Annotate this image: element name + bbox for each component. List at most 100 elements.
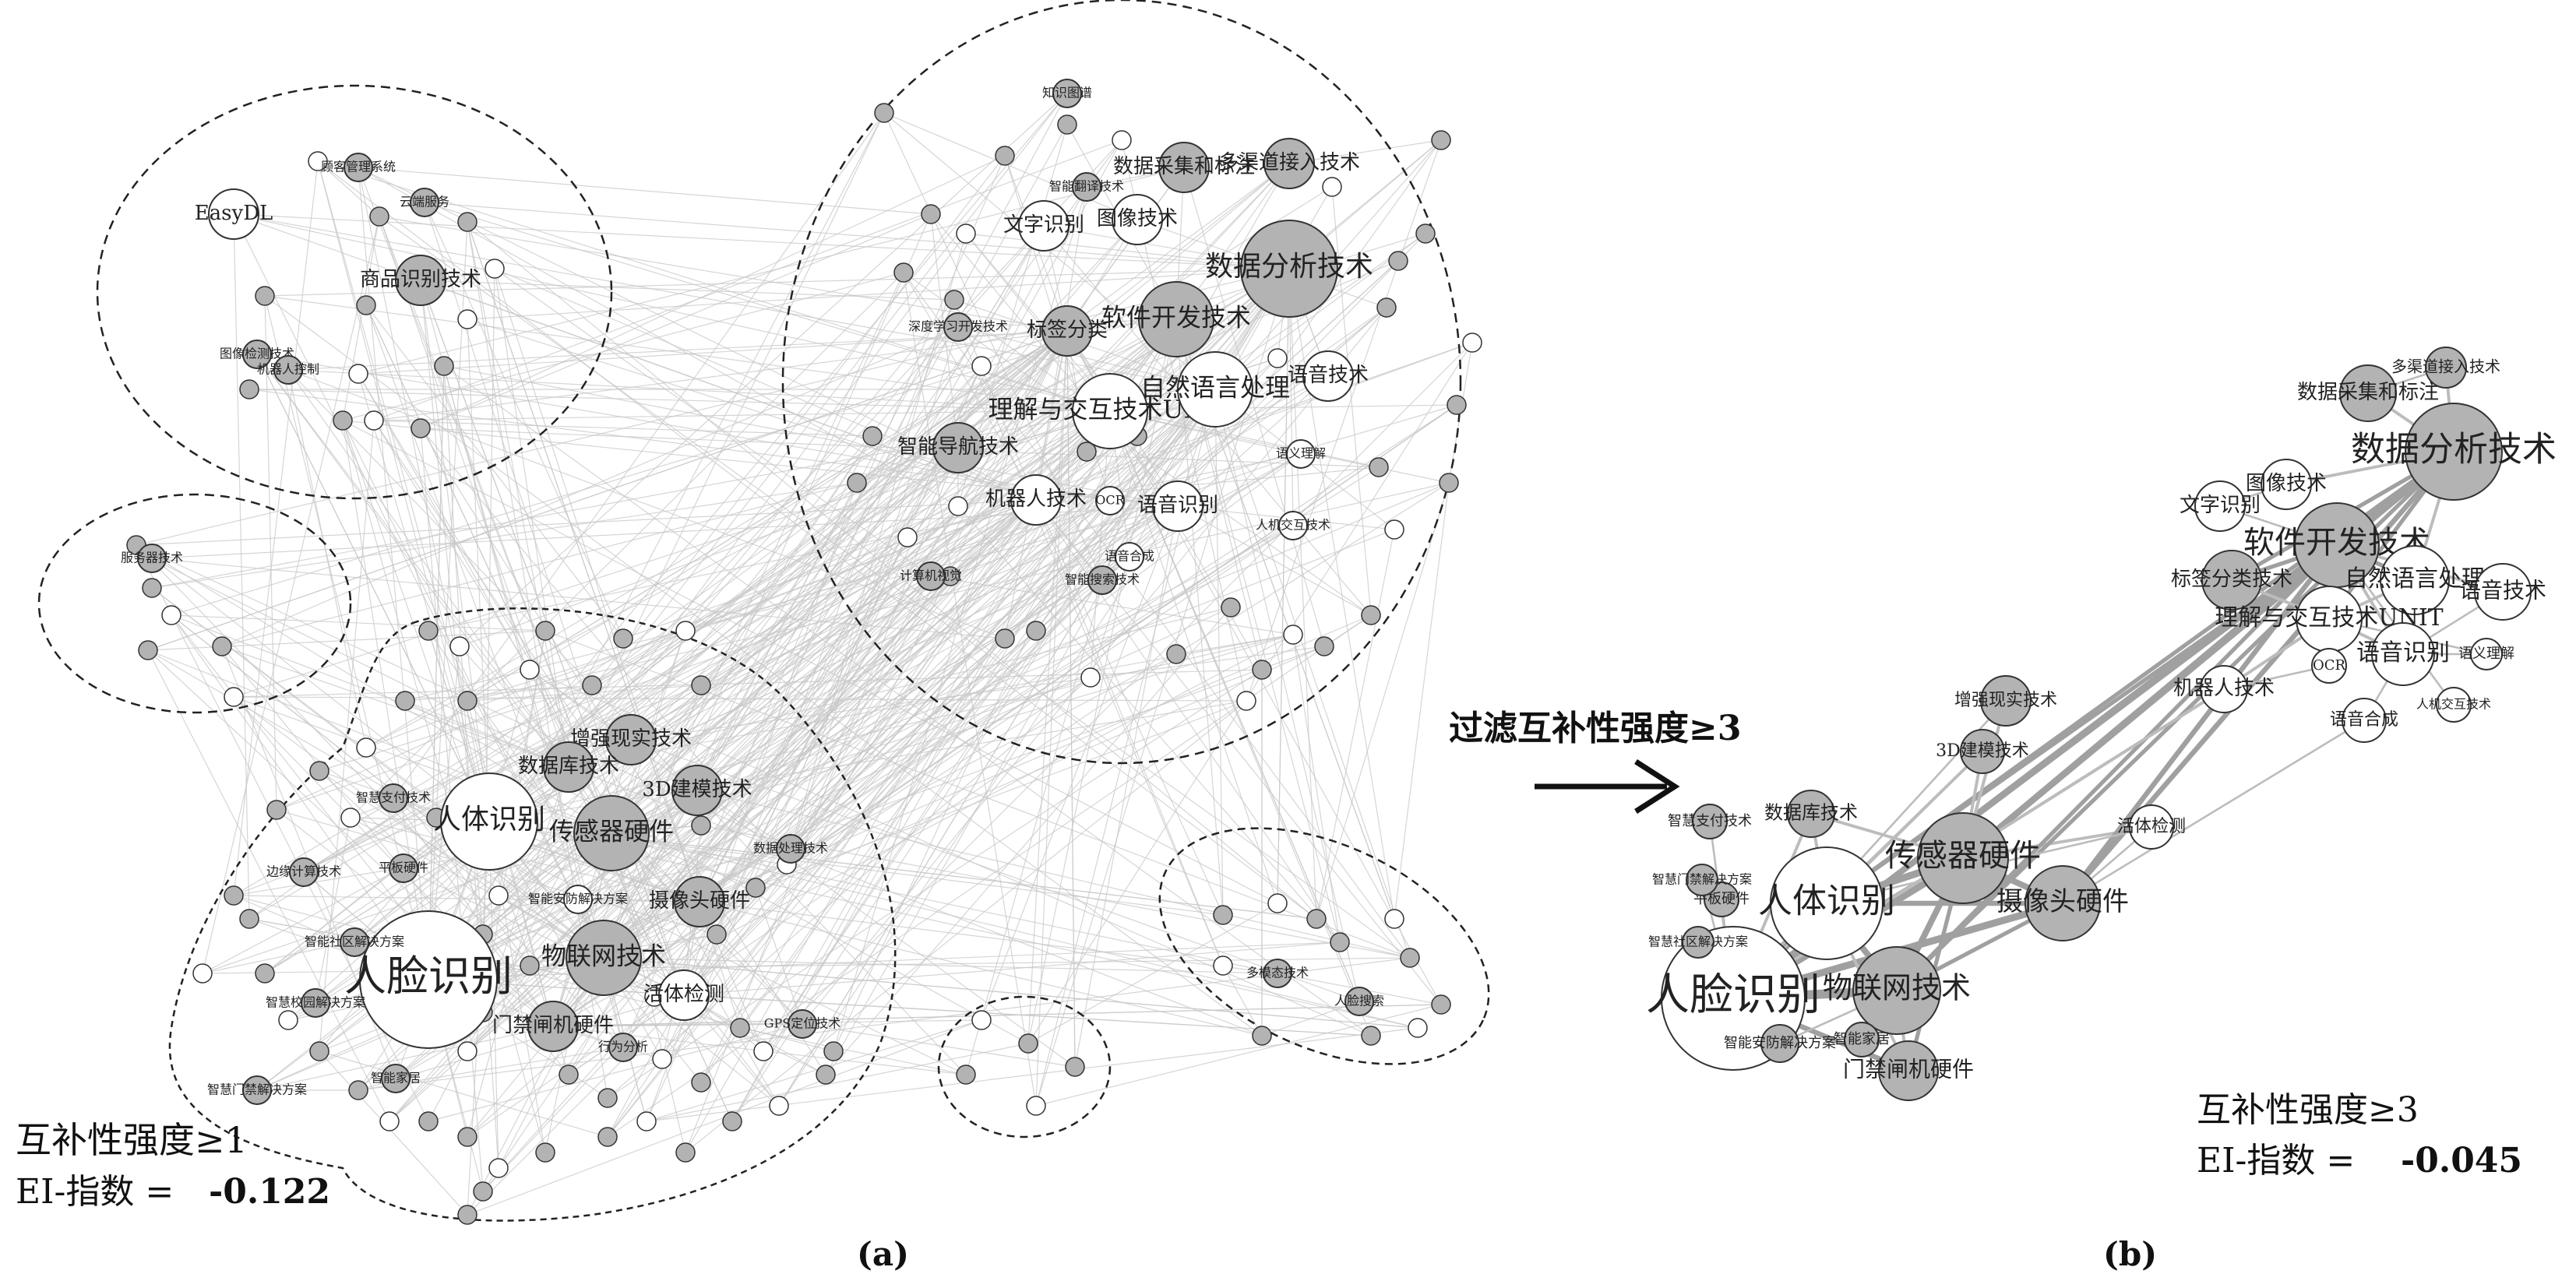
edge (264, 295, 1263, 1036)
node-circle (2405, 403, 2503, 501)
minor-node (956, 223, 976, 244)
minor-node (418, 621, 439, 641)
minor-node (488, 885, 509, 906)
minor-node (239, 909, 259, 929)
node-circle (1115, 542, 1144, 572)
node-a: 门禁闸机硬件 (492, 1001, 614, 1052)
minor-node (1388, 251, 1408, 271)
minor-node (457, 1205, 477, 1225)
edge (233, 213, 1290, 269)
node-circle (359, 910, 498, 1049)
minor-node (1267, 348, 1288, 368)
node-label: OCR (2313, 657, 2346, 674)
node-circle (2311, 648, 2347, 684)
node-circle (1087, 565, 1117, 595)
edge (903, 272, 1411, 959)
node-circle (1686, 864, 1718, 896)
node-b: 标签分类技术 (2171, 550, 2292, 611)
node-circle (1018, 200, 1070, 252)
edge (1090, 556, 1130, 678)
edge (603, 575, 951, 959)
edge (700, 389, 1216, 1083)
minor-node (691, 675, 711, 695)
minor-node (897, 527, 918, 547)
minor-node (862, 426, 883, 446)
edge (373, 139, 1122, 421)
node-label: 行为分析 (598, 1040, 648, 1054)
edge (1035, 499, 1341, 943)
edge (957, 505, 1341, 943)
node-b: 语音技术 (2459, 563, 2546, 621)
node-circle (242, 340, 272, 369)
edge (467, 221, 700, 903)
node-circle (1177, 351, 1253, 428)
node-label: 语音合成 (1105, 549, 1154, 564)
node-circle (379, 783, 408, 813)
node-b: 机器人技术 (2173, 665, 2275, 713)
edge (467, 221, 569, 768)
edge (1035, 466, 1380, 501)
node-label: 深度学习开发技术 (908, 319, 1008, 334)
edge (488, 505, 1179, 822)
edge (1109, 410, 1278, 904)
edge (957, 326, 1224, 966)
edge (147, 649, 390, 1122)
edge (699, 901, 1263, 1036)
edge (482, 330, 1068, 1192)
node-b: OCR (2311, 648, 2347, 684)
minor-node (411, 418, 431, 438)
minor-node (995, 628, 1015, 649)
edge (1394, 482, 1450, 920)
minor-node (1439, 473, 1459, 493)
minor-node (1431, 994, 1451, 1015)
minor-node (212, 636, 232, 656)
minor-node (1415, 223, 1436, 244)
edge (607, 499, 1037, 1138)
edge (482, 435, 873, 1013)
minor-node (1400, 948, 1420, 968)
edge (482, 268, 495, 1013)
edge (1027, 903, 1278, 1044)
node-label: 自然语言处理 (2345, 565, 2485, 593)
node-circle (1095, 486, 1125, 516)
edge (358, 994, 685, 1091)
edge (221, 646, 569, 768)
edge (488, 139, 1122, 822)
node-circle (242, 1075, 272, 1105)
node-b: 数据库技术 (1764, 790, 1858, 838)
node-label: 知识图谱 (1042, 86, 1092, 100)
minor-node (559, 1065, 579, 1085)
edge (607, 994, 685, 1138)
node-label: 智能导航技术 (897, 435, 1019, 459)
edge (683, 994, 826, 1075)
edge (965, 233, 1290, 269)
minor-node (1361, 605, 1381, 625)
edge (1288, 268, 1317, 920)
node-circle (1286, 439, 1316, 469)
minor-node (1408, 1018, 1428, 1038)
minor-node (1306, 909, 1327, 929)
minor-node (1322, 177, 1342, 197)
edge (358, 957, 1411, 1091)
node-a: 标签分类 (1027, 305, 1108, 357)
minor-node (255, 286, 275, 306)
node-a: 商品识别技术 (360, 255, 481, 306)
node-circle (776, 834, 805, 864)
node-b: 摄像头硬件 (1996, 865, 2129, 941)
node-a: 语音合成 (1105, 542, 1154, 572)
minor-node (722, 1111, 742, 1131)
edge (136, 544, 490, 822)
node-circle (527, 1001, 579, 1052)
edge (568, 233, 967, 768)
edge (786, 330, 1068, 865)
node-circle (566, 920, 642, 996)
node-a: 智慧门禁解决方案 (207, 1075, 307, 1105)
minor-node (1361, 1026, 1381, 1046)
node-b: 自然语言处理 (2345, 545, 2485, 615)
edge (303, 499, 1037, 873)
edge (420, 155, 1006, 429)
minor-node (395, 691, 415, 711)
node-a: 数据库技术 (518, 741, 619, 793)
edge (683, 941, 1341, 996)
edge (315, 318, 1177, 1004)
